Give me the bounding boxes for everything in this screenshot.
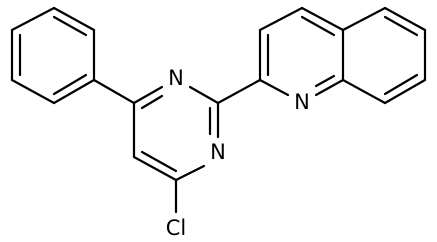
quinoline-benzo-ring [341,6,427,105]
atom-label-n-top: N [168,66,184,90]
atom-label-chlorine: Cl [166,216,187,240]
pyrimidine-inner-bond [140,94,164,110]
quinoline-inner-bond [314,74,336,88]
quinoline-bond [258,6,304,32]
pyrimidine-ring: N N [132,66,226,182]
phenyl-pyrimidine-bond [92,78,136,105]
phenyl-bond [10,78,56,105]
phenyl-inner-bond [52,15,88,37]
pyrimidine-quinoline-bond [216,78,262,105]
pyrimidine-inner-bond [140,150,178,173]
quinoline-inner-bond [300,15,336,37]
pyrimidine-bond [132,155,178,182]
atom-label-n-bottom: N [210,140,226,164]
quinoline-bond [300,6,345,32]
phenyl-bond [52,6,96,32]
quinoline-bond [341,6,387,32]
pyrimidine-bond [132,85,164,105]
quinoline-inner-bond [383,73,419,96]
quinoline-bond [258,78,290,97]
phenyl-bond [10,6,56,32]
phenyl-bond [52,78,96,105]
quinoline-bond [341,78,387,105]
phenyl-ring [10,6,96,105]
pyrimidine-bond [174,164,206,182]
pyrimidine-bond [188,85,220,105]
quinoline-pyridine-ring: N [258,6,345,114]
phenyl-inner-bond [52,73,88,96]
atom-label-n-quinoline: N [294,90,310,114]
quinoline-bond [314,78,345,97]
quinoline-bond [383,78,427,105]
quinoline-inner-bond [383,15,419,37]
quinoline-bond [383,6,427,32]
